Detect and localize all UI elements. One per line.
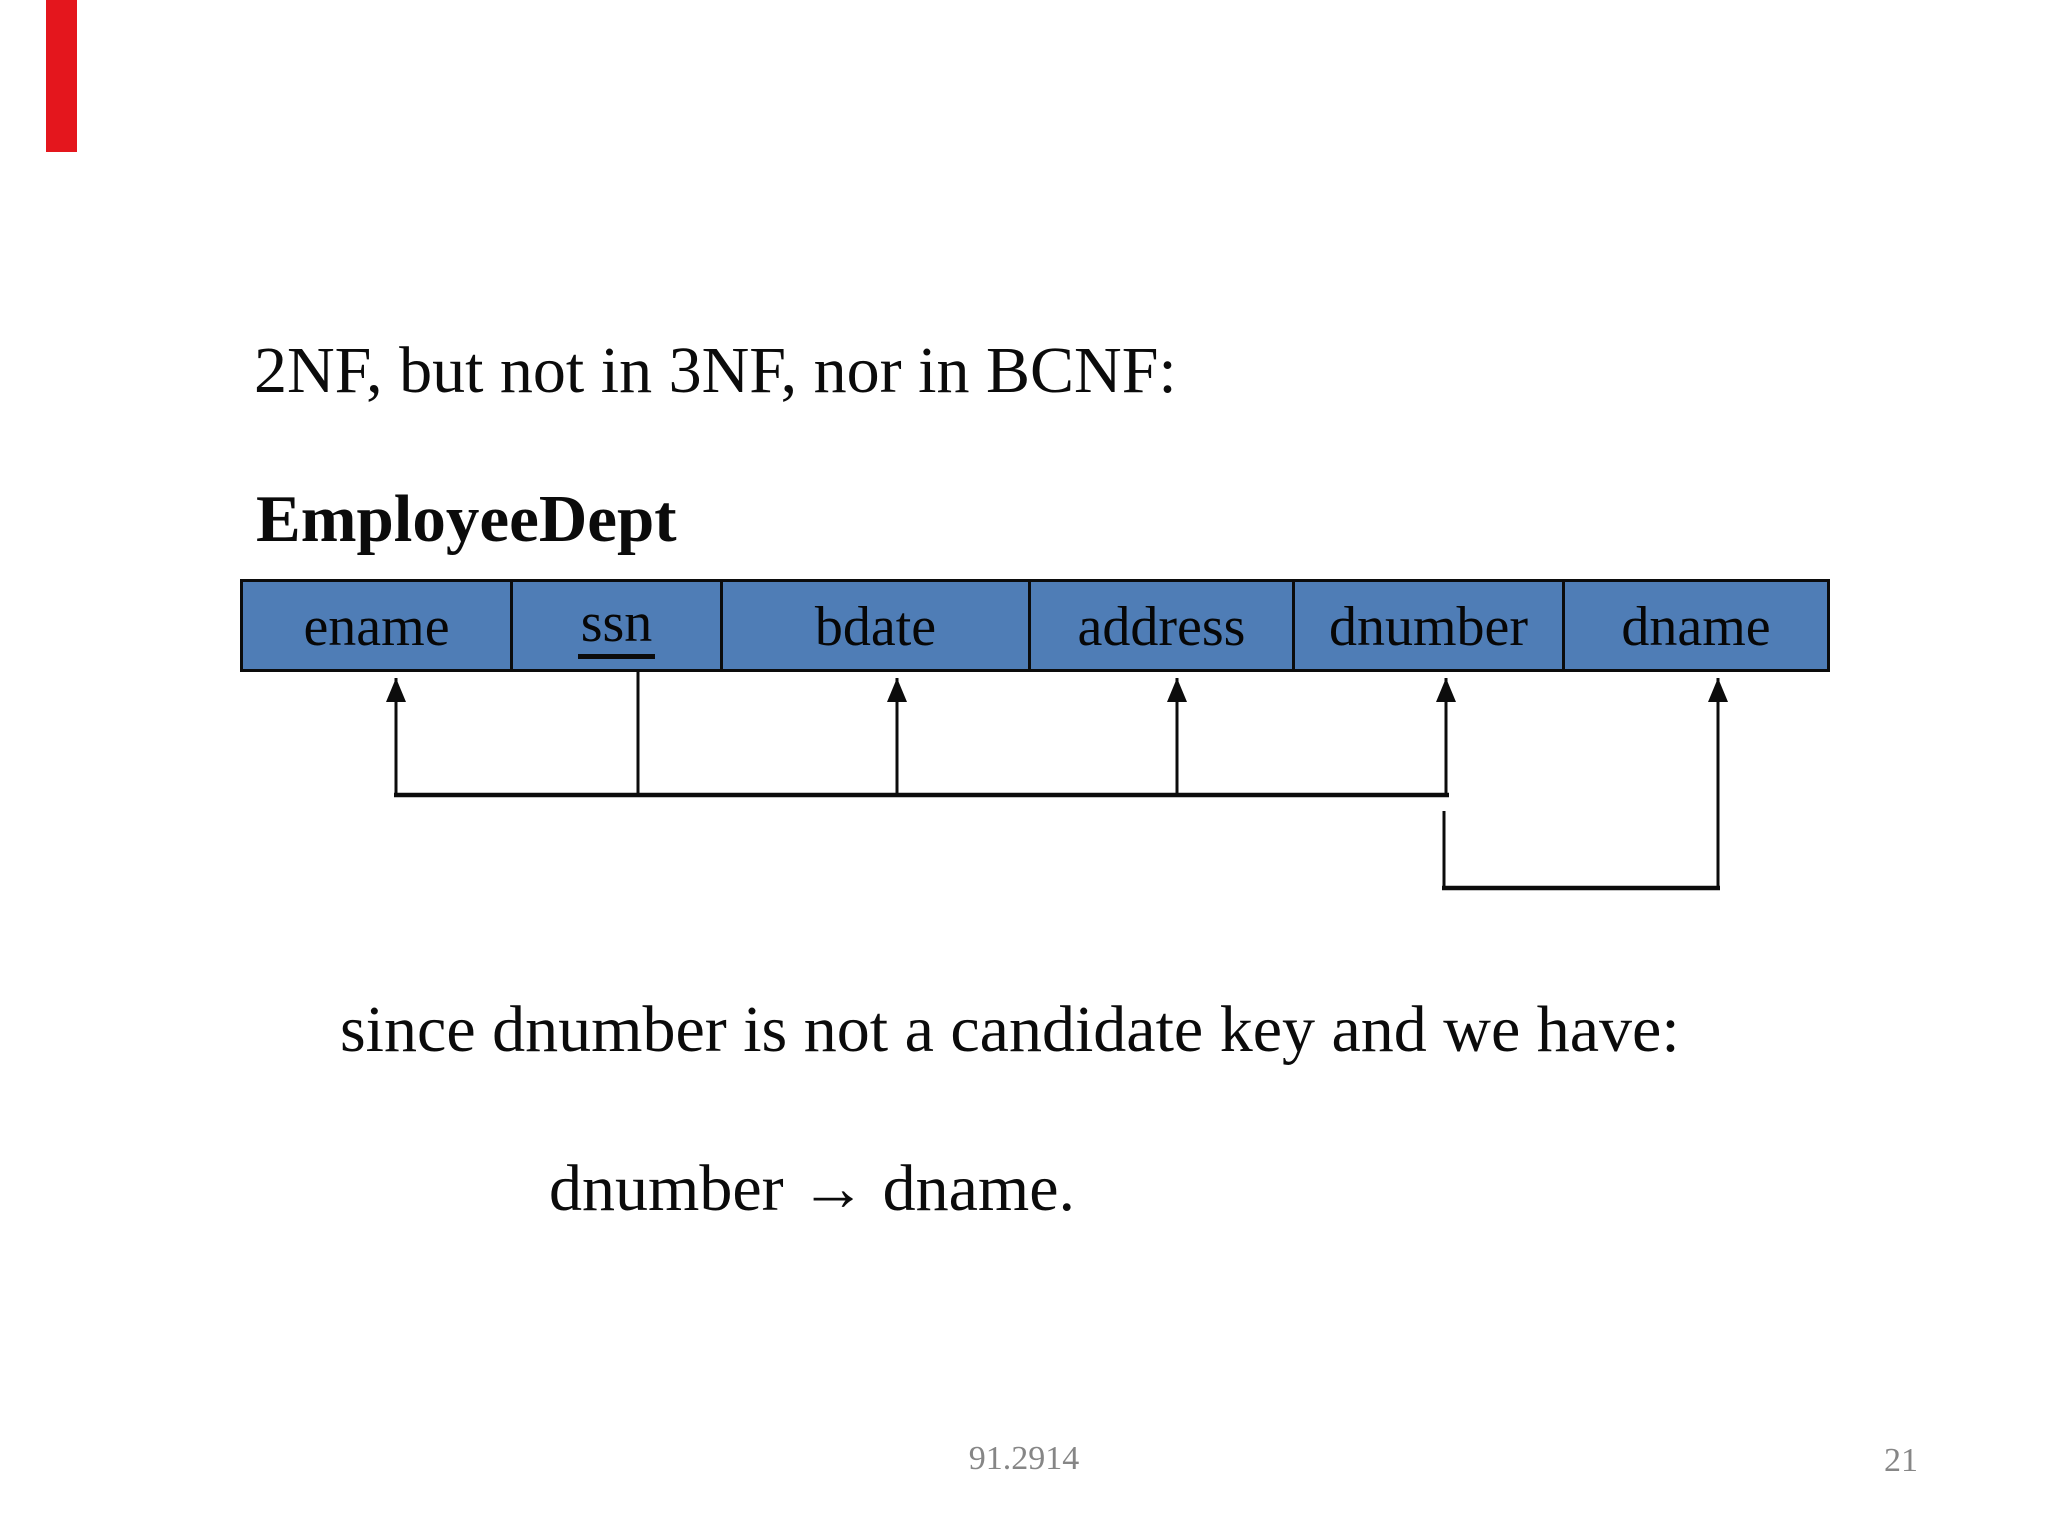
column-ssn: ssn [513, 582, 723, 669]
red-marker [46, 0, 77, 152]
relation-header-row: ename ssn bdate address dnumber dname [240, 579, 1830, 672]
column-dnumber: dnumber [1295, 582, 1565, 669]
page-number: 21 [1884, 1442, 1918, 1479]
column-dname: dname [1565, 582, 1827, 669]
note-text: since dnumber is not a candidate key and… [340, 993, 1680, 1066]
column-label: ename [303, 595, 450, 658]
relation-name: EmployeeDept [256, 482, 677, 556]
column-label: address [1077, 595, 1246, 658]
footer-course-code: 91.2914 [968, 1440, 1080, 1477]
column-label: bdate [814, 595, 937, 658]
primary-key-label: ssn [577, 595, 656, 659]
column-label: dnumber [1328, 595, 1529, 658]
slide-title: 2NF, but not in 3NF, nor in BCNF: [254, 334, 1177, 407]
dependency-text: dnumber → dname. [549, 1152, 1076, 1225]
column-ename: ename [243, 582, 513, 669]
column-label: dname [1621, 595, 1771, 658]
column-bdate: bdate [723, 582, 1031, 669]
column-address: address [1031, 582, 1295, 669]
